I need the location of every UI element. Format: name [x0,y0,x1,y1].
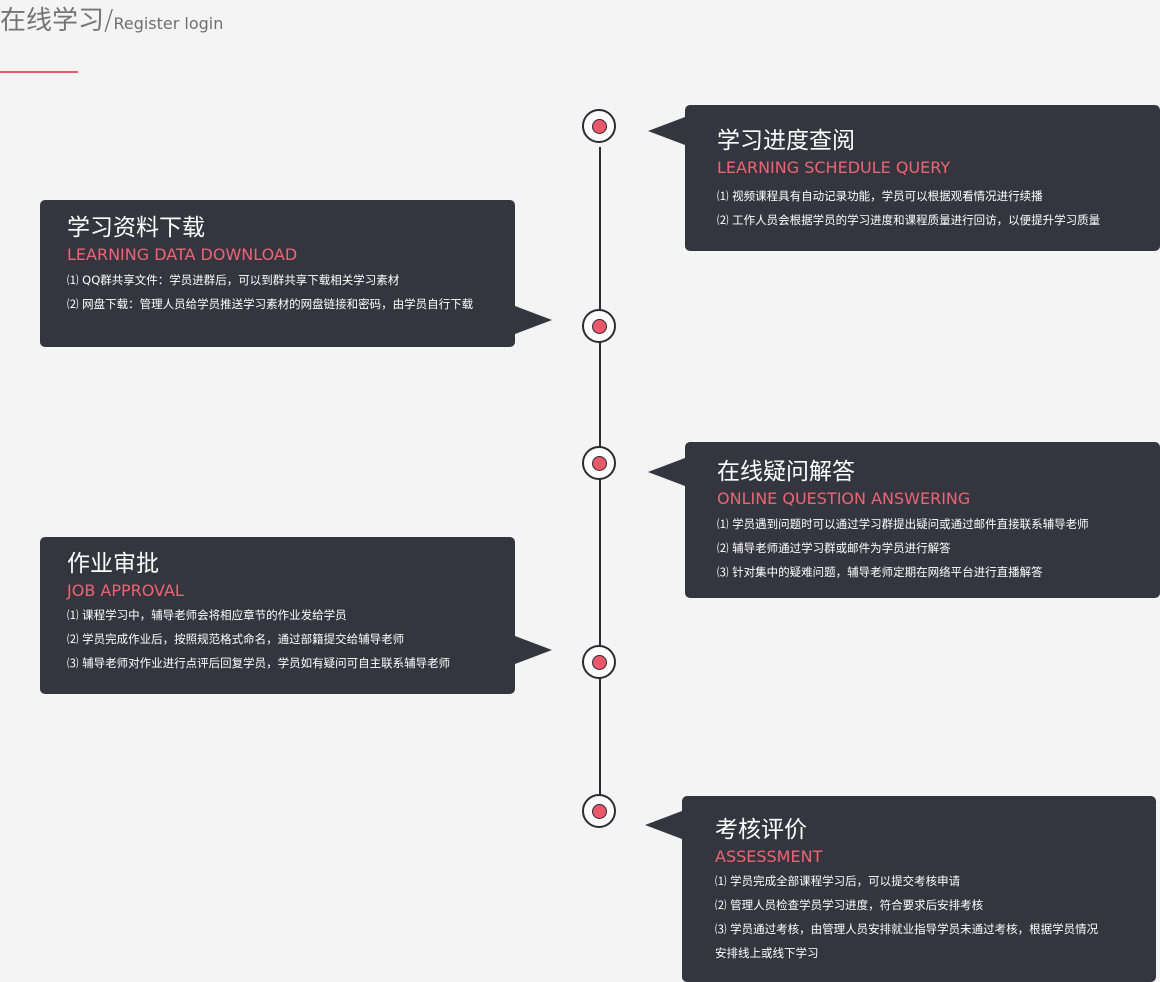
card-learning-schedule-query: 学习进度查阅 LEARNING SCHEDULE QUERY ⑴ 视频课程具有自… [648,105,1160,251]
list-item: ⑵ 管理人员检查学员学习进度，符合要求后安排考核 [715,898,984,912]
card-pointer [648,117,685,145]
timeline-node [582,109,616,143]
card-items: ⑴ 学员完成全部课程学习后，可以提交考核申请 ⑵ 管理人员检查学员学习进度，符合… [715,869,1144,965]
card-pointer [645,811,682,839]
title-slash: / [104,3,114,36]
card-title: 学习进度查阅 [717,128,855,154]
timeline-node [582,645,616,679]
card-items: ⑴ 视频课程具有自动记录功能，学员可以根据观看情况进行续播 ⑵ 工作人员会根据学… [717,184,1140,232]
timeline-dot [591,455,607,471]
card-subtitle: ASSESSMENT [715,847,823,866]
card-title: 在线疑问解答 [717,459,855,485]
title-underline [0,71,78,73]
card-assessment: 考核评价 ASSESSMENT ⑴ 学员完成全部课程学习后，可以提交考核申请 ⑵… [645,796,1156,982]
card-learning-data-download: 学习资料下载 LEARNING DATA DOWNLOAD ⑴ QQ群共享文件：… [40,200,552,347]
card-subtitle: LEARNING DATA DOWNLOAD [67,245,298,264]
timeline-node [582,446,616,480]
card-job-approval: 作业审批 JOB APPROVAL ⑴ 课程学习中，辅导老师会将相应章节的作业发… [40,537,552,694]
list-item: ⑶ 学员通过考核，由管理人员安排就业指导学员未通过考核，根据学员情况 [715,922,1099,936]
page-title-main: 在线学习 [0,6,105,36]
card-pointer [515,306,552,334]
card-title: 作业审批 [67,551,159,577]
card-subtitle: LEARNING SCHEDULE QUERY [717,158,951,177]
card-subtitle: ONLINE QUESTION ANSWERING [717,489,971,508]
card-online-question-answering: 在线疑问解答 ONLINE QUESTION ANSWERING ⑴ 学员遇到问… [648,442,1160,598]
list-item: ⑶ 针对集中的疑难问题，辅导老师定期在网络平台进行直播解答 [717,565,1043,579]
timeline-node [582,309,616,343]
card-title: 学习资料下载 [67,215,205,241]
timeline-dot [591,118,607,134]
card-items: ⑴ 课程学习中，辅导老师会将相应章节的作业发给学员 ⑵ 学员完成作业后，按照规范… [67,603,505,675]
list-item: ⑴ 学员遇到问题时可以通过学习群提出疑问或通过邮件直接联系辅导老师 [717,517,1089,531]
list-item: ⑴ 学员完成全部课程学习后，可以提交考核申请 [715,874,961,888]
card-pointer [648,458,685,486]
list-item: ⑴ 视频课程具有自动记录功能，学员可以根据观看情况进行续播 [717,189,1043,203]
list-item: ⑵ 学员完成作业后，按照规范格式命名，通过部籍提交给辅导老师 [67,632,405,646]
card-pointer [515,636,552,664]
list-item: ⑵ 工作人员会根据学员的学习进度和课程质量进行回访，以便提升学习质量 [717,213,1101,227]
list-item: ⑴ 课程学习中，辅导老师会将相应章节的作业发给学员 [67,608,347,622]
list-item: ⑵ 网盘下载：管理人员给学员推送学习素材的网盘链接和密码，由学员自行下载 [67,297,474,311]
list-item: ⑶ 辅导老师对作业进行点评后回复学员，学员如有疑问可自主联系辅导老师 [67,656,451,670]
page-subtitle: Register login [113,14,224,33]
card-items: ⑴ 学员遇到问题时可以通过学习群提出疑问或通过邮件直接联系辅导老师 ⑵ 辅导老师… [717,512,1145,584]
timeline-node [582,794,616,828]
card-items: ⑴ QQ群共享文件：学员进群后，可以到群共享下载相关学习素材 ⑵ 网盘下载：管理… [67,268,505,316]
list-item: ⑴ QQ群共享文件：学员进群后，可以到群共享下载相关学习素材 [67,273,400,287]
list-item: 安排线上或线下学习 [715,946,819,960]
timeline-dot [591,318,607,334]
card-subtitle: JOB APPROVAL [67,581,184,600]
card-title: 考核评价 [715,817,807,843]
timeline-dot [591,654,607,670]
page-title: 在线学习/Register login [0,0,224,36]
list-item: ⑵ 辅导老师通过学习群或邮件为学员进行解答 [717,541,951,555]
timeline-dot [591,803,607,819]
